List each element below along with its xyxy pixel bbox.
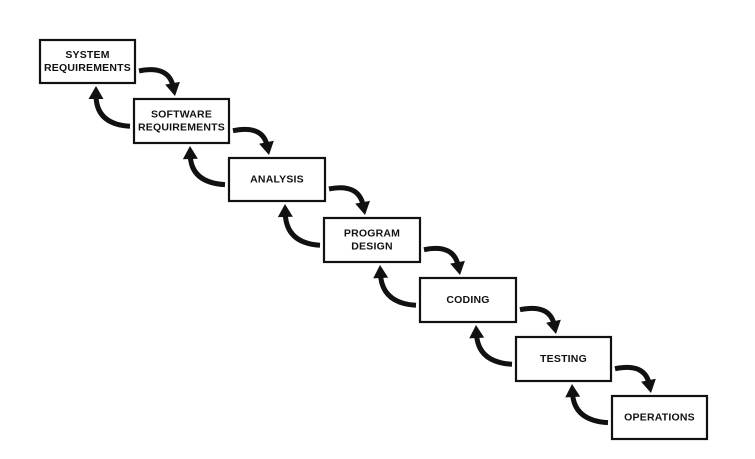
stage-label: TESTING: [540, 353, 587, 365]
stage-box: [38, 38, 137, 85]
stage-box: [610, 394, 709, 441]
stage-box: [322, 216, 422, 264]
forward-arrow-2: [232, 126, 274, 155]
stage-label: PROGRAM: [344, 227, 400, 239]
stage-coding: CODING: [418, 276, 518, 324]
stage-label: DESIGN: [351, 240, 392, 252]
feedback-arrow-5: [469, 325, 513, 367]
stage-box: [227, 156, 327, 203]
stage-label: REQUIREMENTS: [138, 121, 225, 133]
stage-operations: OPERATIONS: [610, 394, 709, 441]
forward-arrow-4: [423, 245, 465, 275]
stage-label: SYSTEM: [65, 49, 109, 61]
forward-arrow-5: [519, 305, 561, 334]
stage-box: [418, 276, 518, 324]
forward-arrow-3: [328, 185, 370, 215]
stage-label: CODING: [446, 294, 489, 306]
stage-box: [132, 97, 231, 145]
feedback-arrow-3: [277, 204, 321, 248]
stage-label: ANALYSIS: [250, 173, 304, 185]
stage-boxes: SYSTEMREQUIREMENTSSOFTWAREREQUIREMENTSAN…: [38, 38, 709, 441]
stage-label: REQUIREMENTS: [44, 62, 131, 74]
forward-arrow-6: [614, 364, 656, 393]
flow-arrows: [88, 67, 656, 426]
feedback-arrow-1: [88, 86, 131, 129]
stage-analysis: ANALYSIS: [227, 156, 327, 203]
feedback-arrow-4: [373, 265, 417, 308]
forward-arrow-1: [138, 67, 180, 96]
feedback-arrow-2: [182, 146, 226, 188]
feedback-arrow-6: [565, 384, 609, 426]
stage-testing: TESTING: [514, 335, 613, 383]
stage-label: OPERATIONS: [624, 411, 695, 423]
stage-box: [514, 335, 613, 383]
stage-label: SOFTWARE: [151, 108, 212, 120]
